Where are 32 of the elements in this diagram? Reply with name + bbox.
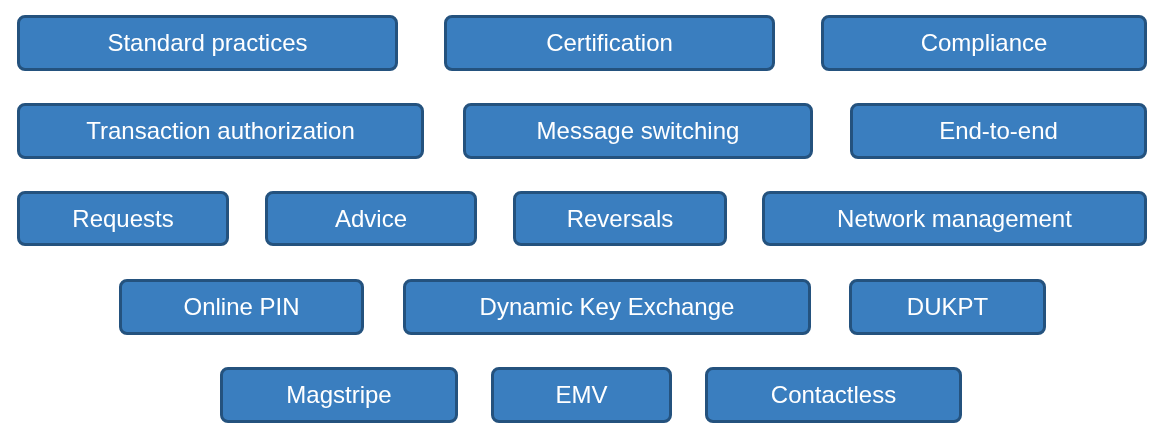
box-label: Contactless [770,381,897,409]
rounded-box [265,191,477,246]
box-label: Certification [546,29,673,57]
rounded-box [491,367,672,423]
rounded-box [17,15,398,71]
rounded-box [220,367,458,423]
box-label: Reversals [566,204,674,233]
box-label: DUKPT [906,293,989,321]
box-label: Compliance [920,29,1048,57]
rounded-box [705,367,962,423]
rounded-box [850,103,1147,159]
box-label: Online PIN [183,293,300,321]
box-label: Magstripe [286,381,392,409]
box-label: Message switching [536,117,740,145]
rounded-box [463,103,813,159]
box-label: Requests [72,204,174,233]
rounded-box [762,191,1147,246]
rounded-box [821,15,1147,71]
rounded-box [849,279,1046,335]
rounded-box [403,279,811,335]
rounded-box [444,15,775,71]
rounded-box [513,191,727,246]
box-label: Dynamic Key Exchange [479,293,735,321]
box-label: Advice [334,204,407,233]
box-label: Standard practices [107,29,308,57]
box-label: Transaction authorization [86,117,355,145]
box-label: End-to-end [939,117,1058,145]
box-label: Network management [837,204,1072,233]
rounded-box [17,191,229,246]
box-label: EMV [555,381,608,409]
rounded-box [119,279,364,335]
rounded-box [17,103,424,159]
